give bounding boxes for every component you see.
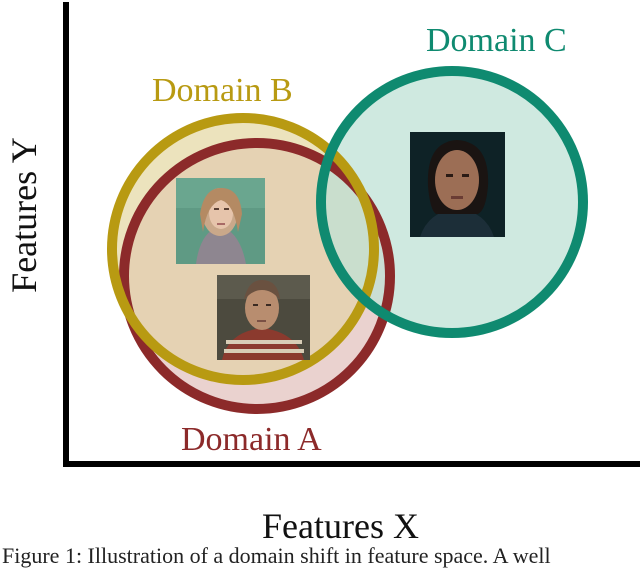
domain-b-label: Domain B — [152, 72, 293, 109]
face-photo-woman-dark-hair — [410, 132, 505, 237]
face-photo-man — [217, 275, 310, 360]
domain-c-label: Domain C — [426, 22, 567, 59]
domain-a-circle — [119, 138, 395, 414]
domain-a-label: Domain A — [181, 421, 322, 458]
x-axis-label: Features X — [262, 506, 419, 546]
domain-shift-diagram — [63, 2, 640, 467]
face-photo-woman-blonde — [176, 178, 265, 264]
domain-c-circle — [316, 66, 588, 338]
domain-b-circle — [107, 113, 379, 385]
figure-caption: Figure 1: Illustration of a domain shift… — [2, 543, 551, 568]
y-axis-label: Features Y — [4, 137, 44, 293]
